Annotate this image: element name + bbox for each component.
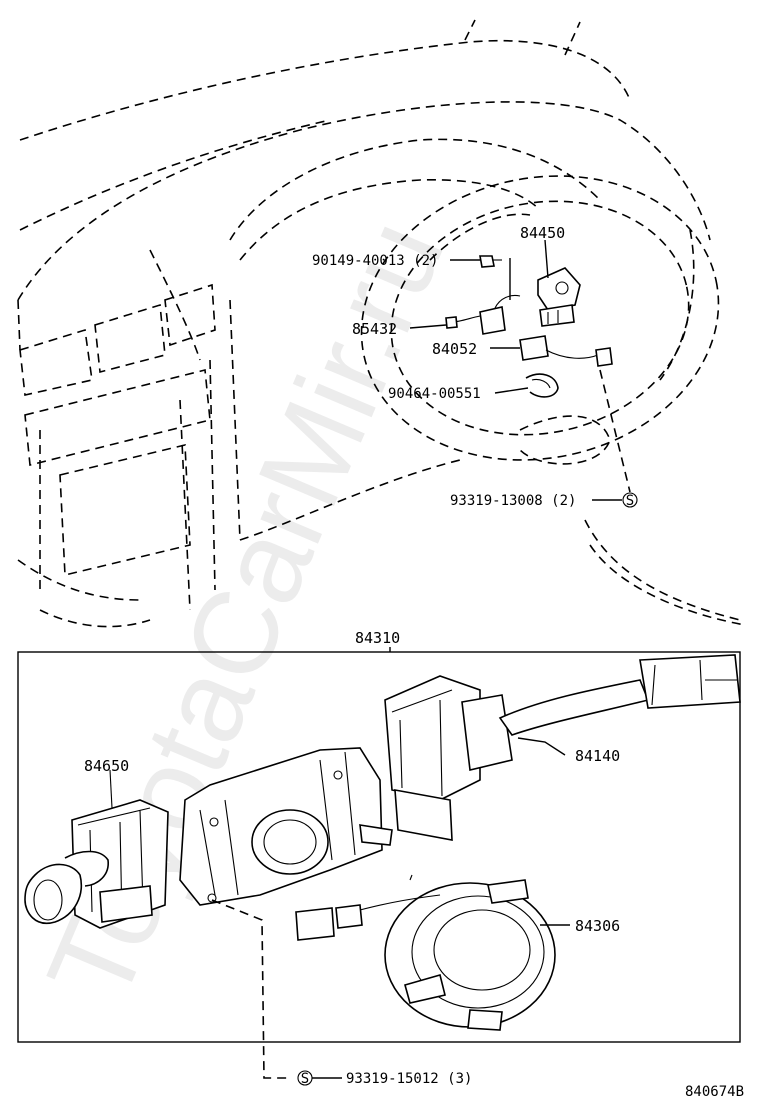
part-90464-clamp-icon [525,373,559,398]
marker-s-lower-text: S [301,1071,309,1087]
marker-s-upper: S [622,492,638,509]
callout-90464-00551: 90464-00551 [388,386,481,402]
part-84140-wiper-switch-icon [384,654,741,841]
callout-84306: 84306 [575,917,620,935]
marker-s-upper-text: S [626,493,634,509]
upper-parts: S [445,255,638,509]
marker-s-lower: S [297,1070,313,1087]
part-84650-combination-switch-icon [24,769,169,929]
part-84306-spiral-cable-icon [295,874,556,1031]
callout-84450: 84450 [520,224,565,242]
callout-90149-40013: 90149-40013 (2) [312,253,438,269]
callout-84310: 84310 [355,629,400,647]
callout-84052: 84052 [432,340,477,358]
dashboard-outline [17,19,741,628]
callout-85432: 85432 [352,320,397,338]
diagram-code: 840674B [685,1084,744,1100]
assembly-84310-frame [17,651,741,1043]
steering-wheel-outline [360,175,720,465]
lower-callouts: 84310 84650 84140 84306 93319-15012 (3) … [84,629,744,1100]
part-switch-bracket-icon [179,747,393,1079]
callout-93319-13008: 93319-13008 (2) [450,493,576,509]
upper-callouts: 84450 90149-40013 (2) 85432 84052 90464-… [312,224,576,509]
callout-84140: 84140 [575,747,620,765]
callout-84650: 84650 [84,757,129,775]
upper-leaders [409,239,631,501]
part-90149-screw-icon [479,255,502,268]
assembly-84310: S [17,544,746,1087]
part-84450-icon [537,267,581,327]
part-84052-icon [519,335,613,367]
part-85432-icon [445,294,521,335]
callout-93319-15012: 93319-15012 (3) [346,1071,472,1087]
